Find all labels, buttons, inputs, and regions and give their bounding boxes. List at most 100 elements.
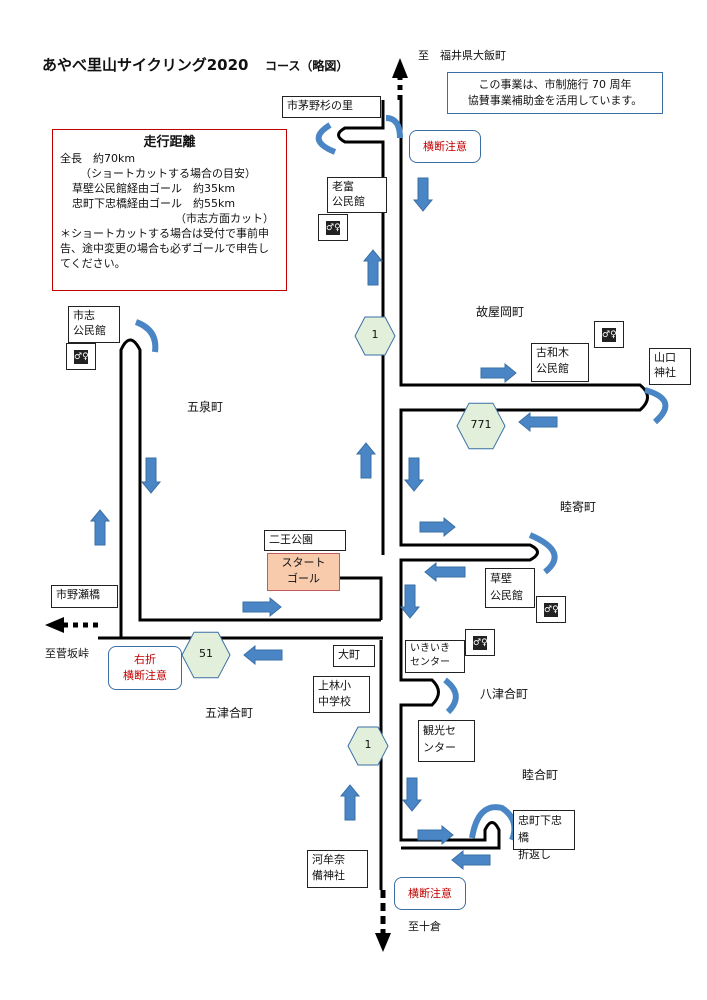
place-tadacho: 忠町下忠橋折返し [513,810,575,861]
place-ichinose: 市野瀬橋 [51,585,118,608]
place-label: いきいき [410,643,450,654]
place-label: センター [410,657,450,668]
place-otomi: 老富公民館 [327,177,387,213]
place-kowaki: 古和木公民館 [531,343,589,382]
arrowhead-west [45,617,64,633]
direction-south: 至十倉 [408,920,441,933]
distance-line: 全長 約70km [60,152,136,165]
place-label: 市志 [73,309,95,322]
direction-arrow-icon [89,509,111,546]
direction-arrow-icon [424,561,466,583]
caution-left: 右折横断注意 [108,646,182,690]
route-markers [181,316,506,766]
curved-arrow-icon [315,122,337,155]
distance-line: （ショートカットする場合の目安） [80,167,256,180]
place-label: 忠町下忠橋 [518,814,562,844]
roads [98,100,649,890]
place-kanbayashi: 上林小中学校 [313,676,370,713]
direction-arrow-icon [518,411,558,433]
start-goal: スタートゴール [267,553,340,591]
caution-top: 横断注意 [409,130,481,163]
route-51-label: 51 [199,647,213,660]
route-marker-hexagon [181,631,231,679]
place-label: 公民館 [490,589,523,602]
place-ichishi: 市志公民館 [68,306,120,343]
place-label: 公民館 [73,324,106,337]
direction-arrow-icon [451,849,491,871]
caution-label: 横断注意 [123,669,167,682]
place-yamaguchi: 山口神社 [649,348,691,385]
page-title: あやべ里山サイクリング2020 [42,56,249,74]
place-label: 公民館 [536,362,569,375]
direction-arrow-icon [401,777,423,812]
caution-label: 右折 [134,653,156,666]
notice-line: 協賛事業補助金を活用しています。 [467,94,643,107]
direction-arrow-icon [403,457,425,492]
place-label: 備神社 [312,869,345,882]
curved-arrow-icon [644,387,669,425]
place-kusakabe: 草壁公民館 [485,568,535,608]
distance-box: 走行距離 全長 約70km （ショートカットする場合の目安） 草壁公民館経由ゴー… [52,129,287,291]
road-main-west [337,100,385,890]
curved-arrow-icon [385,115,403,139]
direction-arrow-icon [355,442,377,479]
place-label: 上林小 [318,679,351,692]
start-label: スタート [281,556,326,569]
goal-label: ゴール [287,572,320,585]
route-marker-hexagon [347,726,389,766]
road-west-loop [98,338,383,640]
distance-heading: 走行距離 [143,135,196,150]
place-label: 古和木 [536,346,569,359]
distance-note: ＊ショートカットする場合は受付で事前申告、途中変更の場合も必ずゴールで申告してく… [60,227,269,270]
route-771-label: 771 [470,418,492,431]
direction-arrow-icon [140,457,162,494]
route-marker-hexagon [354,316,396,356]
road-main-east [399,100,649,850]
place-label: 観光セ [423,724,456,737]
town-yatsuai: 八津合町 [480,687,529,701]
toilet-icon: ♂♀ [536,596,566,623]
place-label: 中学校 [318,695,351,708]
place-nioh: 二王公園 [264,530,346,551]
town-koyaoka: 故屋岡町 [476,305,525,319]
town-mutsuai: 睦合町 [522,768,559,782]
place-label: 神社 [654,366,676,379]
caution-bottom: 横断注意 [394,877,466,910]
curved-arrow-icon [443,677,459,715]
arrowhead-north [392,58,408,78]
route-marker-hexagon [456,402,506,450]
direction-arrow-icon [412,177,434,212]
toilet-icon: ♂♀ [594,321,624,348]
place-kamunabi: 河牟奈備神社 [307,850,368,888]
page-subtitle: コース（略図） [265,59,349,73]
place-label: 河牟奈 [312,853,345,866]
toilet-icon: ♂♀ [318,214,348,241]
toilet-icon: ♂♀ [66,343,96,370]
direction-arrow-icon [419,516,456,538]
town-mutsuyori: 睦寄町 [560,500,597,514]
place-label: 公民館 [332,195,365,208]
place-label: 山口 [654,351,676,364]
direction-arrow-icon [417,824,454,846]
notice-line: この事業は、市制施行 70 周年 [478,78,632,91]
direction-arrow-icon [480,362,517,384]
route-1-lower-label: 1 [364,738,372,751]
curved-arrow-icon [134,319,159,353]
direction-arrow-icon [242,596,282,618]
place-label: 草壁 [490,572,512,585]
direction-arrows [89,177,558,871]
place-kanko: 観光センター [418,720,475,762]
direction-north: 至 福井県大飯町 [418,49,506,62]
direction-arrow-icon [362,249,384,286]
place-label: 老富 [332,180,354,193]
place-label: ンター [423,741,456,754]
route-1-upper-label: 1 [371,328,379,341]
place-omachi: 大町 [333,645,375,667]
direction-arrow-icon [399,584,421,619]
town-itsuai: 五津合町 [205,706,254,720]
place-label: 折返し [518,848,551,861]
place-ikiiki: いきいきセンター [405,640,465,673]
curved-arrow-icon [528,532,558,575]
direction-arrow-icon [243,644,283,666]
